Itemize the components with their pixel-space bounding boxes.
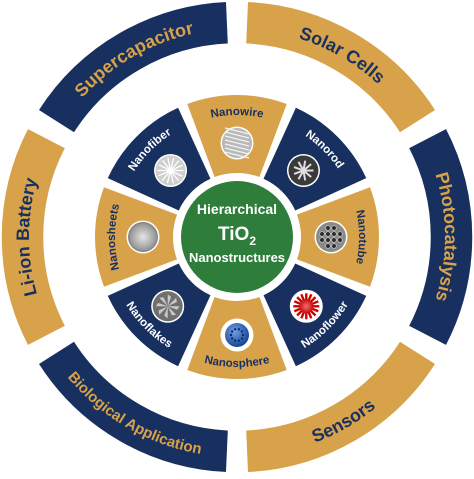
- structure-label: Nanosphere: [203, 354, 270, 370]
- application-segment-photocatalysis: Photocatalysis: [407, 127, 474, 347]
- application-segment-shape: [244, 0, 438, 135]
- structure-label-text: Nanosheets: [106, 202, 122, 271]
- structure-label-text: Nanosphere: [203, 354, 270, 370]
- application-segment-shape: [0, 127, 67, 347]
- structure-label: Nanosheets: [106, 202, 122, 271]
- structure-segment-nanofiber: Nanofiber: [107, 107, 211, 211]
- application-segment-shape: [407, 127, 474, 347]
- nanoflakes-image-icon: [151, 289, 185, 323]
- center-tio: TiO: [218, 224, 249, 245]
- structure-segment-nanosphere: Nanosphere: [187, 296, 287, 379]
- structure-segment-nanowire: Nanowire: [187, 94, 287, 178]
- structure-segment-nanotube: Nanotube: [296, 187, 379, 287]
- center-title-line3: Nanostructures: [189, 250, 285, 265]
- nanofiber-image-icon: [154, 154, 188, 188]
- structure-segment-nanorod: Nanorod: [263, 107, 367, 211]
- structure-label: Nanotube: [353, 209, 368, 265]
- center-title-line1: Hierarchical: [197, 201, 277, 217]
- nanostructures-ring: NanowireNanorodNanotubeNanoflowerNanosph…: [91, 91, 383, 383]
- nanoflower-image-icon: [289, 289, 323, 323]
- structure-segment-nanosheets: Nanosheets: [94, 187, 178, 287]
- center-subscript: 2: [249, 234, 256, 248]
- structure-label: Nanowire: [210, 106, 265, 121]
- center-disc: Hierarchical TiO2 Nanostructures: [177, 177, 297, 297]
- nanorod-image-icon: [286, 154, 320, 188]
- application-segment-shape: [36, 339, 230, 474]
- center-circle: [181, 181, 293, 293]
- application-segment-shape: [36, 0, 230, 135]
- nanotube-image-icon: [314, 220, 348, 254]
- center-title-line2: TiO2: [218, 224, 256, 248]
- application-segment-shape: [244, 339, 438, 474]
- nanosphere-image-icon: [220, 318, 254, 352]
- structure-label-text: Nanowire: [210, 106, 265, 121]
- structure-label-text: Nanotube: [353, 209, 368, 265]
- application-segment-li-ion-battery: Li-ion Battery: [0, 127, 67, 347]
- nanosheets-image-icon: [126, 220, 160, 254]
- structure-segment-nanoflower: Nanoflower: [263, 263, 367, 367]
- nanowire-image-icon: [220, 126, 254, 160]
